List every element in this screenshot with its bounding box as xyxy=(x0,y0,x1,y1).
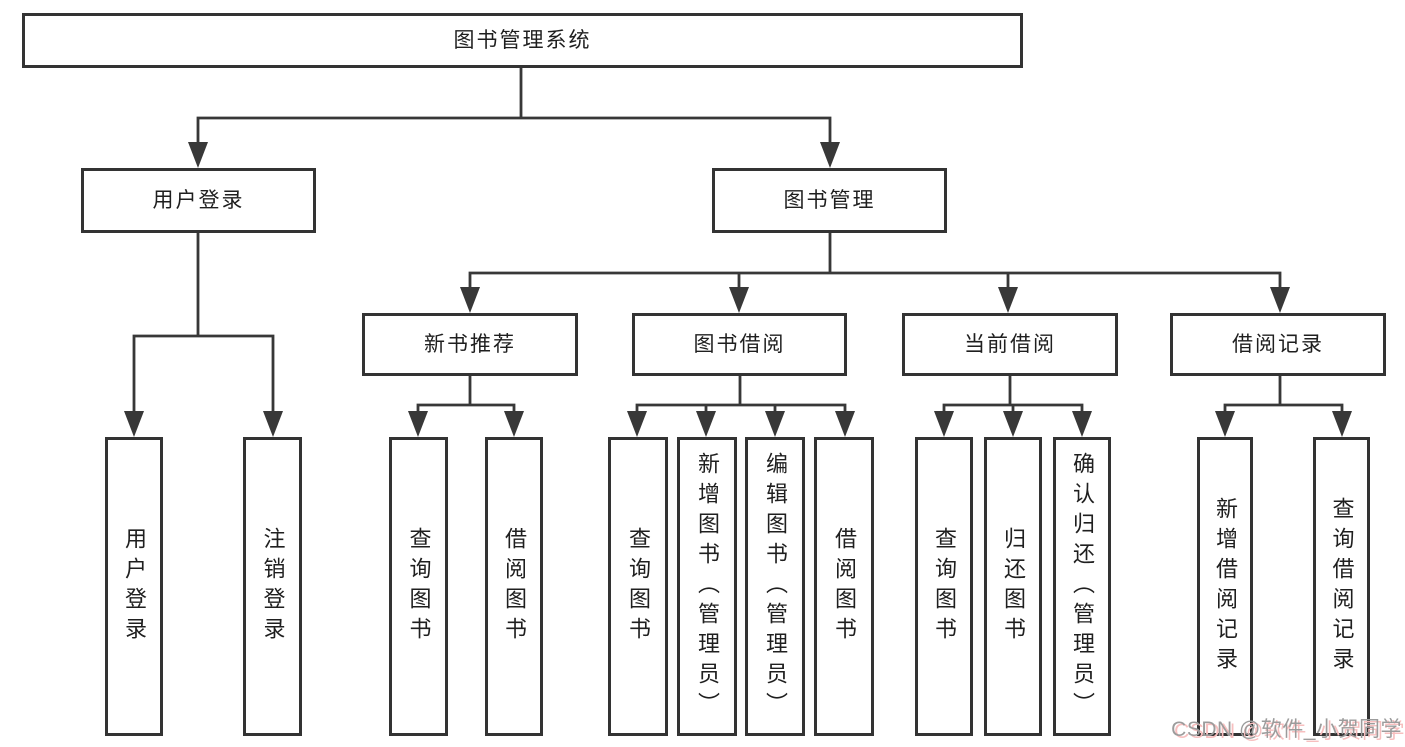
leaf-query-books-recommend: 查询图书 xyxy=(389,437,448,736)
arrowhead xyxy=(408,411,428,437)
leaf-query-borrow-record: 查询借阅记录 xyxy=(1313,437,1370,736)
leaf-borrow-books-borrowing: 借阅图书 xyxy=(814,437,874,736)
arrowhead xyxy=(1332,411,1352,437)
leaf-label: 归还图书 xyxy=(1001,526,1026,647)
leaf-query-books-borrowing: 查询图书 xyxy=(608,437,668,736)
leaf-label: 查询图书 xyxy=(932,526,957,647)
leaf-label: 借阅图书 xyxy=(832,526,857,647)
arrowhead xyxy=(1270,287,1290,313)
node-book-borrowing: 图书借阅 xyxy=(632,313,847,376)
leaf-label: 借阅图书 xyxy=(502,526,527,647)
arrowhead xyxy=(696,411,716,437)
arrowhead xyxy=(627,411,647,437)
arrowhead xyxy=(835,411,855,437)
leaf-label: 查询图书 xyxy=(406,526,432,647)
arrowhead xyxy=(729,287,749,313)
arrowhead xyxy=(998,287,1018,313)
arrowhead xyxy=(504,411,524,437)
leaf-add-book-admin: 新增图书（管理员） xyxy=(677,437,737,736)
leaf-add-borrow-record: 新增借阅记录 xyxy=(1197,437,1253,736)
leaf-label: 用户登录 xyxy=(122,526,147,647)
node-label: 用户登录 xyxy=(152,189,245,212)
node-borrow-records: 借阅记录 xyxy=(1170,313,1386,376)
arrowhead xyxy=(1215,411,1235,437)
leaf-label: 确认归还（管理员） xyxy=(1070,451,1095,722)
leaf-logout: 注销登录 xyxy=(243,437,302,736)
leaf-label: 编辑图书（管理员） xyxy=(763,451,788,722)
node-label: 新书推荐 xyxy=(424,333,516,356)
node-label: 图书借阅 xyxy=(693,333,786,356)
node-current-borrowing: 当前借阅 xyxy=(902,313,1118,376)
leaf-label: 新增图书（管理员） xyxy=(695,451,720,722)
leaf-query-books-current: 查询图书 xyxy=(915,437,973,736)
leaf-label: 新增借阅记录 xyxy=(1213,496,1238,677)
watermark-text: CSDN @软件_小贺同学 xyxy=(1171,718,1402,741)
node-label: 借阅记录 xyxy=(1232,333,1324,356)
node-label: 当前借阅 xyxy=(964,333,1056,356)
arrowhead xyxy=(1072,411,1092,437)
node-new-book-recommend: 新书推荐 xyxy=(362,313,578,376)
leaf-user-login: 用户登录 xyxy=(105,437,163,736)
arrowhead xyxy=(460,287,480,313)
leaf-edit-book-admin: 编辑图书（管理员） xyxy=(745,437,805,736)
arrowhead xyxy=(934,411,954,437)
arrowhead xyxy=(263,411,283,437)
node-label: 图书管理系统 xyxy=(453,29,592,52)
arrowhead xyxy=(124,411,144,437)
arrowhead xyxy=(765,411,785,437)
leaf-label: 查询借阅记录 xyxy=(1329,496,1355,677)
arrowhead xyxy=(188,142,208,168)
node-book-management: 图书管理 xyxy=(712,168,947,233)
node-label: 图书管理 xyxy=(783,189,876,212)
arrowhead xyxy=(1003,411,1023,437)
leaf-confirm-return-admin: 确认归还（管理员） xyxy=(1053,437,1111,736)
arrowhead xyxy=(820,142,840,168)
leaf-borrow-books-recommend: 借阅图书 xyxy=(485,437,543,736)
leaf-label: 注销登录 xyxy=(260,526,286,647)
node-user-login: 用户登录 xyxy=(81,168,316,233)
node-library-system: 图书管理系统 xyxy=(22,13,1023,68)
leaf-return-books: 归还图书 xyxy=(984,437,1042,736)
leaf-label: 查询图书 xyxy=(626,526,651,647)
